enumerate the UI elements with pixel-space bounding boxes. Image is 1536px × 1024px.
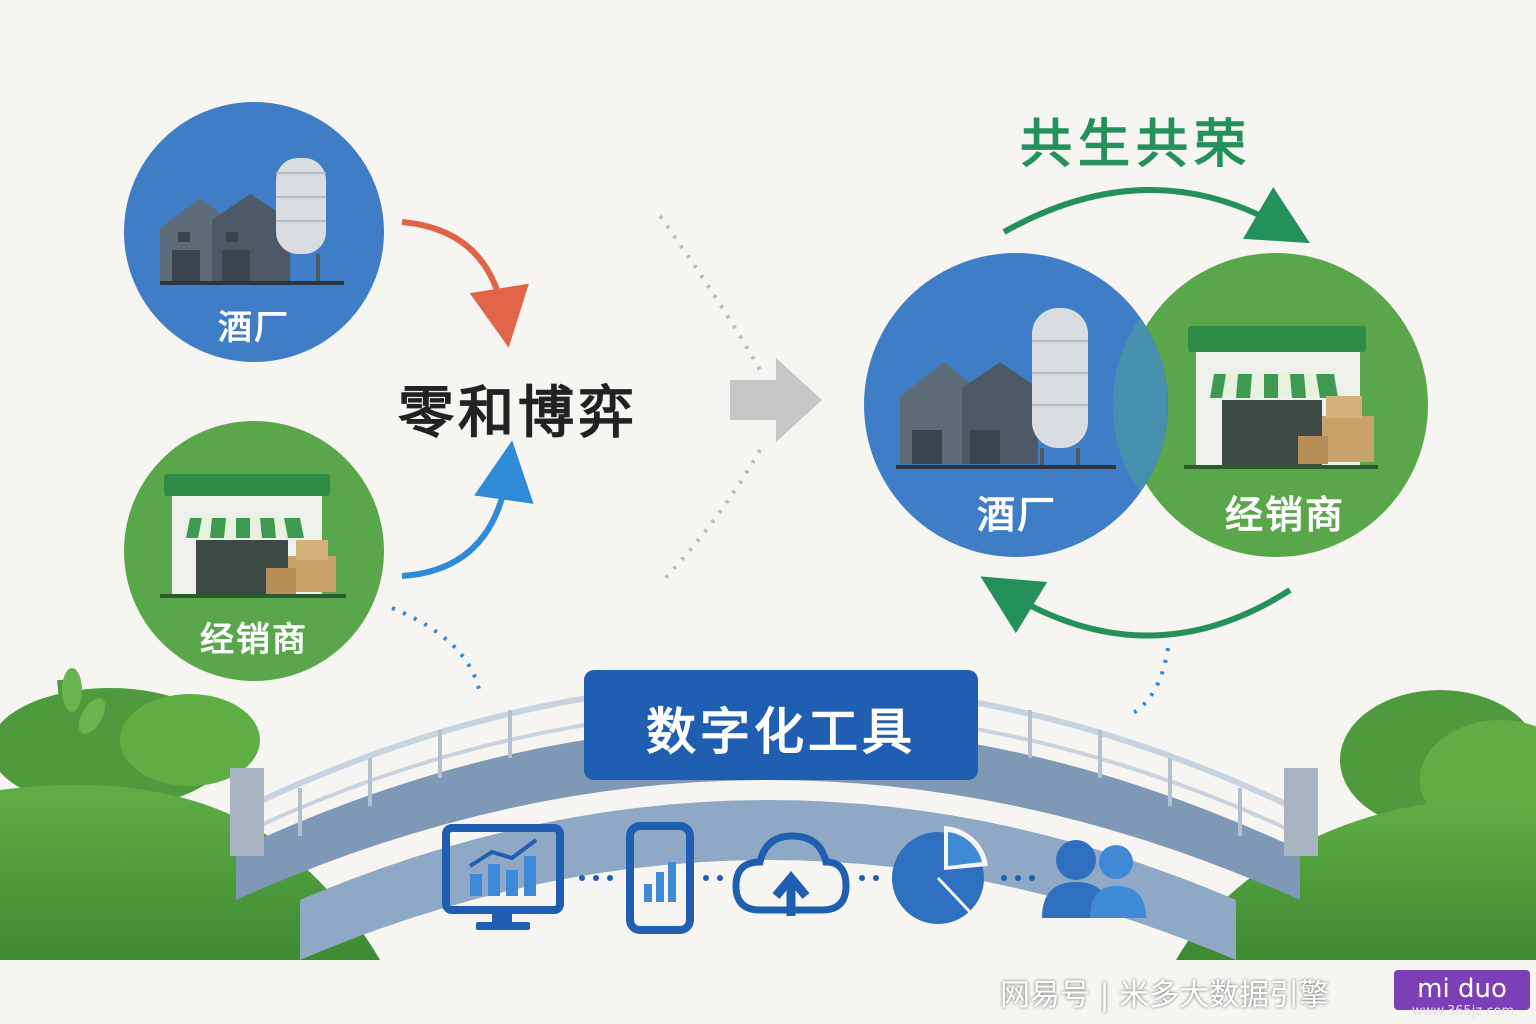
watermark-url: www.365jz.com [1412, 1004, 1514, 1019]
right-winery-label: 酒厂 [976, 493, 1057, 537]
dotted-connector-left [391, 606, 482, 695]
right-hill [1176, 690, 1536, 960]
watermark-brand: mi duo [1417, 974, 1507, 1004]
left-hill [0, 668, 380, 960]
chart-monitor-icon [442, 824, 564, 930]
bridge-banner [584, 670, 978, 780]
dots-2 [703, 875, 723, 881]
green-arrow-top [1002, 186, 1310, 244]
right-dealer-label: 经销商 [1224, 493, 1345, 537]
cloud-upload-icon [732, 832, 850, 916]
watermark-brand-box [1394, 970, 1530, 1010]
pie-chart-icon [892, 826, 988, 924]
dots-3 [859, 875, 879, 881]
dots-1 [579, 875, 613, 881]
factory-icon [160, 158, 344, 285]
users-icon [1042, 840, 1146, 918]
bridge-title: 数字化工具 [646, 703, 916, 761]
factory-icon-right [896, 308, 1116, 469]
red-arrow [401, 219, 529, 348]
green-arrow-bottom [980, 576, 1292, 639]
transition-arrow [658, 214, 822, 586]
dots-4 [1001, 875, 1035, 881]
left-dealer-node [124, 421, 384, 681]
shop-icon [160, 474, 346, 598]
shop-icon-right [1184, 326, 1378, 469]
zero-sum-title: 零和博弈 [398, 381, 638, 446]
left-dealer-label: 经销商 [200, 620, 308, 660]
left-winery-node [124, 102, 384, 362]
watermark-text: 网易号 | 米多大数据引擎 [1000, 978, 1330, 1013]
blue-arrow [401, 440, 534, 579]
left-winery-label: 酒厂 [218, 308, 290, 348]
symbiosis-title: 共生共荣 [1020, 115, 1253, 175]
phone-chart-icon [626, 822, 694, 934]
right-pair [864, 253, 1428, 557]
dotted-connector-right [1127, 647, 1170, 718]
